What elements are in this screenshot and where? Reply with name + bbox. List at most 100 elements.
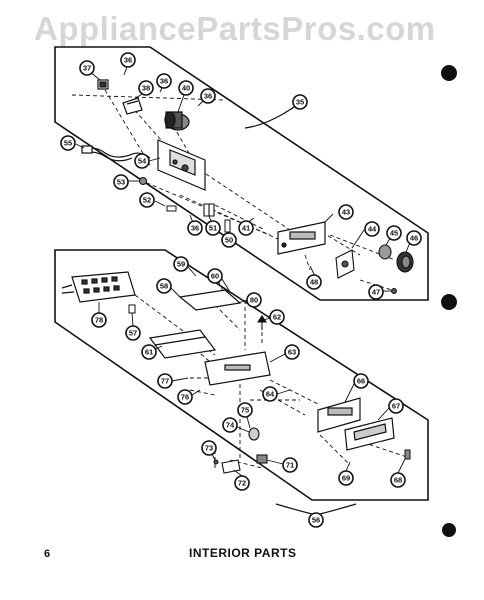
callout-52: 52 <box>139 192 155 208</box>
svg-text:68: 68 <box>394 476 402 485</box>
svg-text:44: 44 <box>368 225 377 234</box>
svg-text:59: 59 <box>177 260 185 269</box>
svg-text:37: 37 <box>83 64 91 73</box>
callout-37: 37 <box>79 60 95 76</box>
callout-40: 40 <box>178 80 194 96</box>
svg-text:75: 75 <box>241 406 249 415</box>
svg-text:66: 66 <box>357 377 365 386</box>
callout-59: 59 <box>173 256 189 272</box>
page-caption: INTERIOR PARTS <box>189 546 297 560</box>
callout-36-lower: 36 <box>187 220 203 236</box>
svg-text:62: 62 <box>273 313 281 322</box>
part-46-knob <box>396 251 414 273</box>
callout-55: 55 <box>60 135 76 151</box>
callout-58: 58 <box>156 278 172 294</box>
part-38-connector <box>122 97 143 115</box>
part-68-spring <box>404 449 411 460</box>
svg-text:43: 43 <box>342 208 350 217</box>
callout-48: 48 <box>306 274 322 290</box>
svg-text:55: 55 <box>64 139 72 148</box>
callout-74: 74 <box>222 417 238 433</box>
svg-text:72: 72 <box>238 479 246 488</box>
registration-dot-middle <box>441 294 457 310</box>
callout-36-top: 36 <box>120 52 136 68</box>
part-72-socket <box>221 454 268 474</box>
part-51-bracket <box>203 203 215 217</box>
svg-text:48: 48 <box>310 278 318 287</box>
callout-57: 57 <box>125 325 141 341</box>
svg-text:47: 47 <box>372 288 380 297</box>
callout-54: 54 <box>134 153 150 169</box>
svg-text:58: 58 <box>160 282 168 291</box>
part-67-nameplate <box>344 417 395 451</box>
svg-text:64: 64 <box>266 390 275 399</box>
part-52-clip <box>166 205 177 212</box>
callout-50: 50 <box>221 232 237 248</box>
svg-text:53: 53 <box>117 178 125 187</box>
upper-assembly-outline <box>54 46 429 301</box>
svg-text:56: 56 <box>312 516 320 525</box>
page-number: 6 <box>44 548 51 560</box>
part-66-panel <box>317 397 361 433</box>
callout-46: 46 <box>406 230 422 246</box>
callout-75: 75 <box>237 402 253 418</box>
svg-text:74: 74 <box>226 421 235 430</box>
callout-leaders-lower <box>98 266 406 477</box>
callout-67: 67 <box>388 398 404 414</box>
part-45-knob-base <box>378 244 392 260</box>
svg-text:80: 80 <box>250 296 258 305</box>
callout-43: 43 <box>338 204 354 220</box>
watermark: AppliancePartsPros.com <box>34 10 436 47</box>
callout-44: 44 <box>364 221 380 237</box>
svg-text:54: 54 <box>138 157 147 166</box>
callout-36-mid: 36 <box>156 73 172 89</box>
part-58-shelf-plate <box>178 289 242 311</box>
lower-assembly-outline <box>54 249 429 501</box>
part-62-arrow <box>256 315 268 330</box>
callout-38: 38 <box>138 80 154 96</box>
svg-text:76: 76 <box>181 393 189 402</box>
svg-text:36: 36 <box>204 92 212 101</box>
svg-text:78: 78 <box>95 316 103 325</box>
callout-60: 60 <box>207 268 223 284</box>
callout-36-right: 36 <box>200 88 216 104</box>
svg-text:63: 63 <box>288 348 296 357</box>
callout-73: 73 <box>201 440 217 456</box>
registration-dot-bottom <box>442 523 456 537</box>
svg-text:61: 61 <box>145 348 153 357</box>
part-61-tray <box>148 329 217 359</box>
svg-text:38: 38 <box>142 84 150 93</box>
callout-41: 41 <box>238 220 254 236</box>
part-43-plate <box>277 221 326 255</box>
callout-78: 78 <box>91 312 107 328</box>
part-57-clip <box>128 304 136 314</box>
svg-text:73: 73 <box>205 444 213 453</box>
callout-45: 45 <box>386 225 402 241</box>
svg-text:35: 35 <box>296 98 304 107</box>
callout-64: 64 <box>262 386 278 402</box>
callout-66: 66 <box>353 373 369 389</box>
callout-72: 72 <box>234 475 250 491</box>
callout-69: 69 <box>338 470 354 486</box>
registration-dot-top <box>441 65 457 81</box>
part-53-nut <box>139 177 147 185</box>
part-78-terminal-board <box>61 271 136 303</box>
callout-47: 47 <box>368 284 384 300</box>
svg-text:77: 77 <box>161 377 169 386</box>
callout-76: 76 <box>177 389 193 405</box>
part-44-switch <box>335 249 355 279</box>
callout-77: 77 <box>157 373 173 389</box>
svg-text:57: 57 <box>129 329 137 338</box>
svg-text:36: 36 <box>160 77 168 86</box>
part-47-screw <box>391 288 397 294</box>
part-74-lamp <box>248 427 260 441</box>
callout-71: 71 <box>282 457 298 473</box>
part-73-screw <box>213 459 219 465</box>
callout-56: 56 <box>308 512 324 528</box>
callout-63: 63 <box>284 344 300 360</box>
svg-text:46: 46 <box>410 234 418 243</box>
callout-61: 61 <box>141 344 157 360</box>
svg-text:51: 51 <box>209 224 217 233</box>
svg-text:36: 36 <box>124 56 132 65</box>
